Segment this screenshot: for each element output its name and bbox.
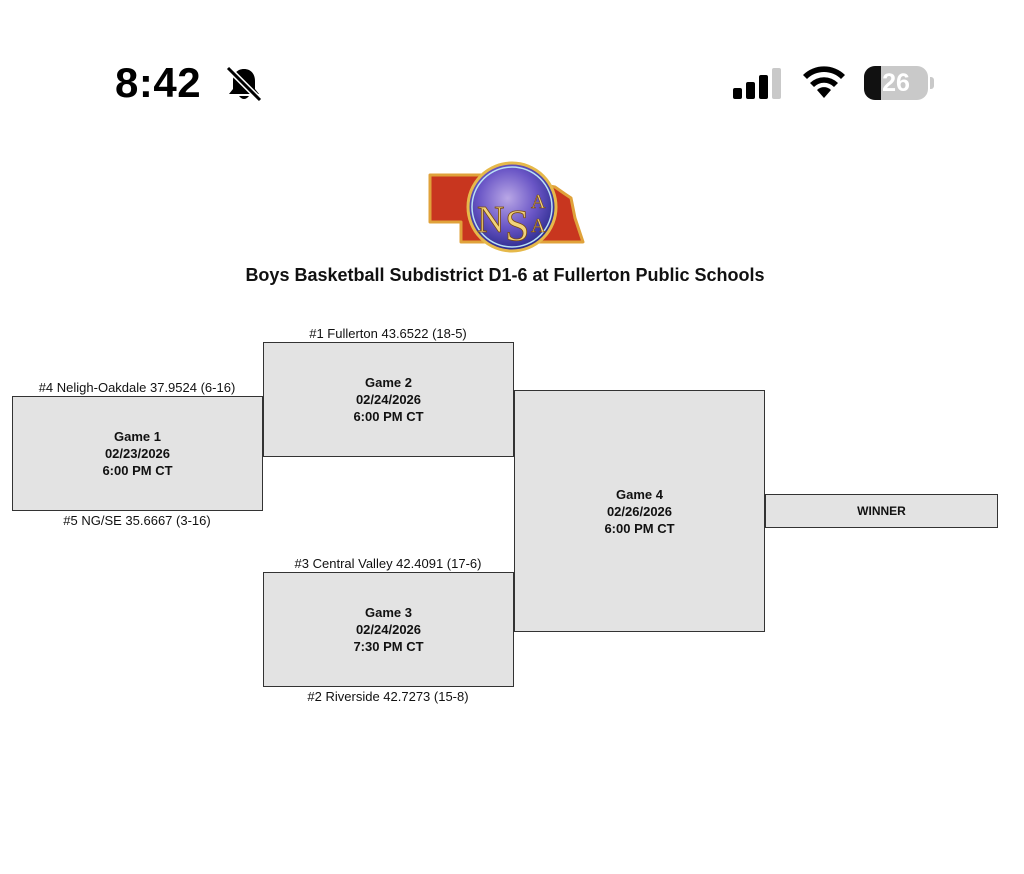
wifi-icon: [803, 66, 845, 98]
game3-date: 02/24/2026: [355, 622, 422, 637]
game3-label: Game 3: [365, 605, 412, 620]
game1-date: 02/23/2026: [104, 446, 171, 461]
battery-level: 26: [882, 69, 910, 97]
winner-box: WINNER: [765, 494, 998, 528]
game4-date: 02/26/2026: [606, 503, 673, 519]
cellular-signal-icon: [733, 68, 781, 99]
bracket-title: Boys Basketball Subdistrict D1-6 at Full…: [245, 265, 765, 285]
svg-text:N: N: [477, 199, 504, 241]
game3-bottom-team: #2 Riverside 42.7273 (15-8): [307, 689, 469, 704]
status-time: 8:42: [115, 59, 202, 106]
game4-time: 6:00 PM CT: [604, 520, 675, 536]
game4-label: Game 4: [616, 486, 663, 502]
game2-label: Game 2: [365, 375, 412, 390]
bell-slash-icon: [225, 65, 263, 103]
game2-time: 6:00 PM CT: [353, 409, 424, 424]
game1-bottom-team: #5 NG/SE 35.6667 (3-16): [63, 513, 211, 528]
svg-text:S: S: [505, 201, 529, 250]
battery-fill: [864, 66, 881, 100]
game2-box: Game 2 02/24/2026 6:00 PM CT: [263, 342, 514, 457]
svg-text:A: A: [531, 215, 546, 237]
game1-label: Game 1: [114, 429, 161, 444]
game3-box: Game 3 02/24/2026 7:30 PM CT: [263, 572, 514, 687]
svg-text:A: A: [531, 191, 546, 213]
game1-top-team: #4 Neligh-Oakdale 37.9524 (6-16): [38, 380, 236, 395]
game2-date: 02/24/2026: [355, 392, 422, 407]
game1-box: Game 1 02/23/2026 6:00 PM CT: [12, 396, 263, 511]
battery-icon: 26: [864, 66, 934, 100]
nsaa-logo: N S A A: [428, 161, 585, 253]
game2-top-team: #1 Fullerton 43.6522 (18-5): [309, 326, 467, 341]
game1-time: 6:00 PM CT: [102, 463, 173, 478]
winner-label: WINNER: [857, 504, 906, 518]
game3-top-team: #3 Central Valley 42.4091 (17-6): [294, 556, 482, 571]
game4-box: Game 4 02/26/2026 6:00 PM CT: [514, 390, 765, 632]
game3-time: 7:30 PM CT: [353, 639, 424, 654]
